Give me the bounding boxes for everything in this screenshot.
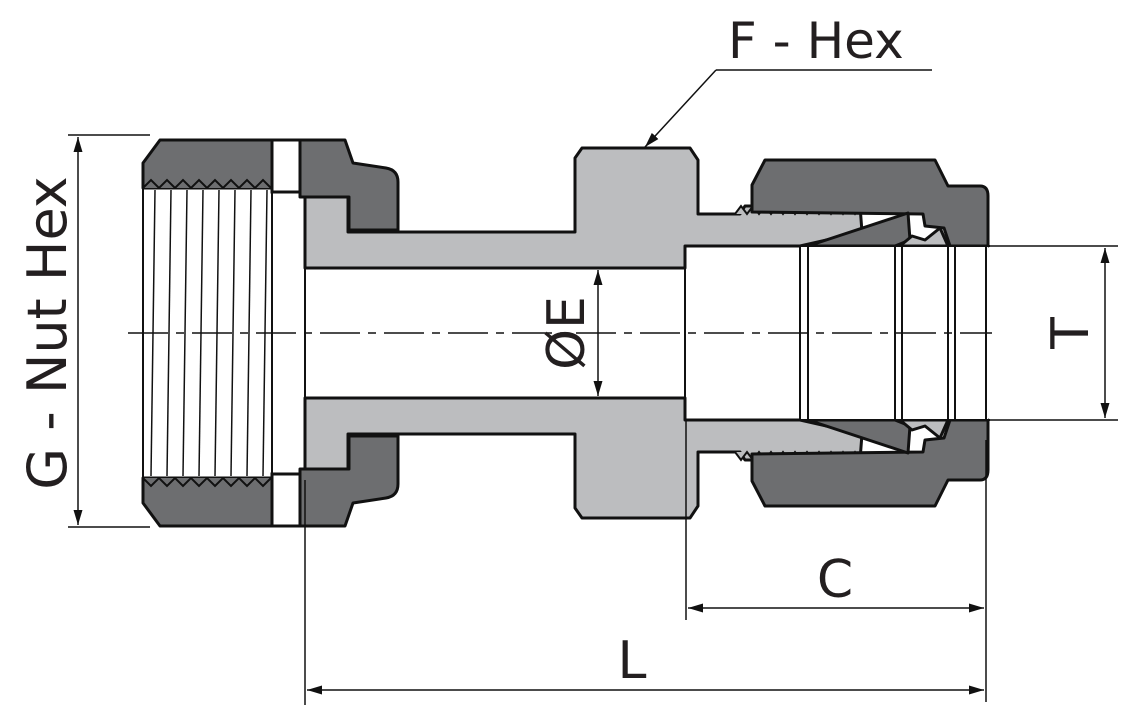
g-nut-hex-label: G - Nut Hex	[16, 176, 79, 489]
l-label: L	[618, 631, 647, 691]
t-label: T	[1041, 317, 1101, 350]
f-hex-label: F - Hex	[728, 12, 904, 70]
g-dimension	[68, 134, 150, 528]
c-dimension	[685, 420, 987, 702]
l-dimension	[304, 480, 984, 705]
c-label: C	[817, 550, 853, 610]
f-hex-leader	[644, 69, 932, 148]
e-diameter-label: ØE	[537, 296, 597, 370]
t-dimension	[990, 245, 1118, 421]
